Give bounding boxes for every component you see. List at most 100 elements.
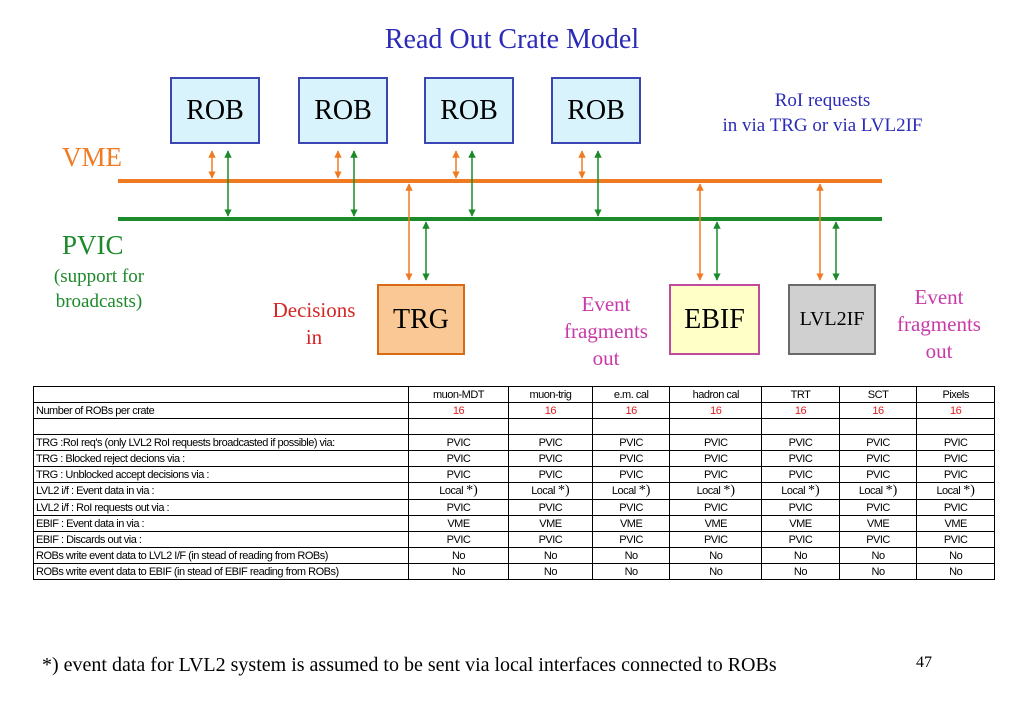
- cell-value: VME: [447, 517, 470, 530]
- column-header: muon-MDT: [408, 386, 509, 403]
- column-header: TRT: [761, 386, 840, 403]
- ebif-note-line-1: Event: [581, 292, 631, 316]
- table-header-corner: [33, 386, 409, 403]
- cell-value: 16: [625, 404, 638, 417]
- table-cell: [916, 418, 995, 435]
- footnote-mark: *): [808, 483, 820, 498]
- column-header: hadron cal: [669, 386, 763, 403]
- cell-value: PVIC: [619, 468, 643, 481]
- table-cell: PVIC: [838, 531, 918, 548]
- cell-value: PVIC: [446, 533, 471, 546]
- cell-value: Local: [858, 485, 883, 497]
- lvl2if-arrows: [816, 183, 840, 281]
- footnote-mark: *): [638, 483, 651, 498]
- table-cell: PVIC: [508, 450, 593, 467]
- roi-requests-note: RoI requests in via TRG or via LVL2IF: [680, 88, 965, 138]
- cell-value: PVIC: [866, 436, 890, 449]
- table-cell: PVIC: [761, 450, 840, 467]
- column-header: e.m. cal: [591, 386, 671, 403]
- cell-value: No: [793, 549, 808, 562]
- table-cell: PVIC: [669, 531, 763, 548]
- decisions-note-line-2: in: [305, 325, 323, 349]
- table-cell: [761, 418, 840, 435]
- table-cell: [508, 418, 593, 435]
- table-cell: PVIC: [838, 499, 918, 516]
- roi-note-line-1: RoI requests: [774, 90, 871, 111]
- slide-title: Read Out Crate Model: [384, 24, 640, 55]
- page-number: 47: [916, 654, 932, 671]
- ebif-note-line-2: fragments: [564, 319, 648, 343]
- table-cell: PVIC: [838, 434, 918, 451]
- cell-value: No: [624, 549, 639, 562]
- table-cell: PVIC: [916, 450, 995, 467]
- table-cell: PVIC: [669, 466, 763, 483]
- table-cell: 16: [591, 402, 671, 419]
- table-cell: No: [761, 547, 840, 564]
- cell-value: No: [451, 565, 466, 578]
- ebif-event-note: Event fragments out: [546, 291, 666, 372]
- row-label: LVL2 i/f : Event data in via :: [33, 482, 409, 500]
- table-cell: PVIC: [408, 499, 509, 516]
- table-cell: PVIC: [916, 499, 995, 516]
- row-label: ROBs write event data to LVL2 I/F (in st…: [33, 547, 409, 564]
- table-cell: PVIC: [838, 466, 918, 483]
- row-label: TRG : Unblocked accept decisions via :: [33, 466, 409, 483]
- table-cell: No: [838, 563, 918, 580]
- cell-value: PVIC: [943, 533, 968, 546]
- cell-value: PVIC: [703, 468, 728, 481]
- cell-value: Local: [439, 485, 464, 497]
- table-cell: PVIC: [761, 434, 840, 451]
- cell-value: PVIC: [703, 501, 728, 514]
- table-cell: Local*): [761, 482, 840, 500]
- table-cell: 16: [838, 402, 918, 419]
- table-cell: 16: [408, 402, 509, 419]
- ebif-box: EBIF: [669, 284, 760, 355]
- row-label: Number of ROBs per crate: [33, 402, 409, 419]
- table-cell: No: [916, 547, 995, 564]
- table-cell: No: [508, 563, 593, 580]
- cell-value: No: [871, 565, 886, 578]
- table-cell: Local*): [669, 482, 763, 500]
- cell-value: PVIC: [703, 436, 728, 449]
- table-cell: Local*): [408, 482, 509, 500]
- ebif-arrows: [696, 183, 721, 281]
- table-row: ROBs write event data to EBIF (in stead …: [33, 563, 995, 580]
- cell-value: No: [543, 565, 558, 578]
- table-cell: PVIC: [508, 434, 593, 451]
- cell-value: PVIC: [943, 501, 968, 514]
- rob-box-4: ROB: [551, 77, 641, 144]
- cell-value: PVIC: [446, 501, 471, 514]
- table-row: ROBs write event data to LVL2 I/F (in st…: [33, 547, 995, 564]
- table-cell: PVIC: [669, 450, 763, 467]
- table-cell: PVIC: [761, 466, 840, 483]
- cell-value: VME: [704, 517, 728, 530]
- table-cell: [669, 418, 763, 435]
- cell-value: PVIC: [866, 533, 890, 546]
- table-cell: VME: [408, 515, 509, 532]
- cell-value: No: [451, 549, 466, 562]
- table-cell: PVIC: [838, 450, 918, 467]
- cell-value: VME: [619, 517, 643, 530]
- cell-value: PVIC: [943, 468, 968, 481]
- decisions-note: Decisions in: [260, 297, 368, 351]
- row-label: TRG :RoI req's (only LVL2 RoI requests b…: [33, 434, 409, 451]
- table-cell: No: [838, 547, 918, 564]
- row-label: EBIF : Discards out via :: [33, 531, 409, 548]
- cell-value: No: [709, 549, 723, 562]
- table-cell: No: [669, 547, 763, 564]
- rob-arrows: [208, 150, 602, 217]
- table-cell: 16: [761, 402, 840, 419]
- cell-value: PVIC: [619, 533, 643, 546]
- cell-value: PVIC: [619, 452, 643, 465]
- table-cell: PVIC: [408, 466, 509, 483]
- cell-value: 16: [794, 404, 807, 417]
- table-cell: PVIC: [669, 434, 763, 451]
- cell-value: PVIC: [619, 436, 643, 449]
- footnote-mark: *): [723, 483, 736, 498]
- row-label: TRG : Blocked reject decions via :: [33, 450, 409, 467]
- cell-value: No: [949, 565, 963, 578]
- pvic-label: PVIC: [62, 230, 124, 260]
- table-row: LVL2 i/f : Event data in via :Local*)Loc…: [33, 482, 995, 500]
